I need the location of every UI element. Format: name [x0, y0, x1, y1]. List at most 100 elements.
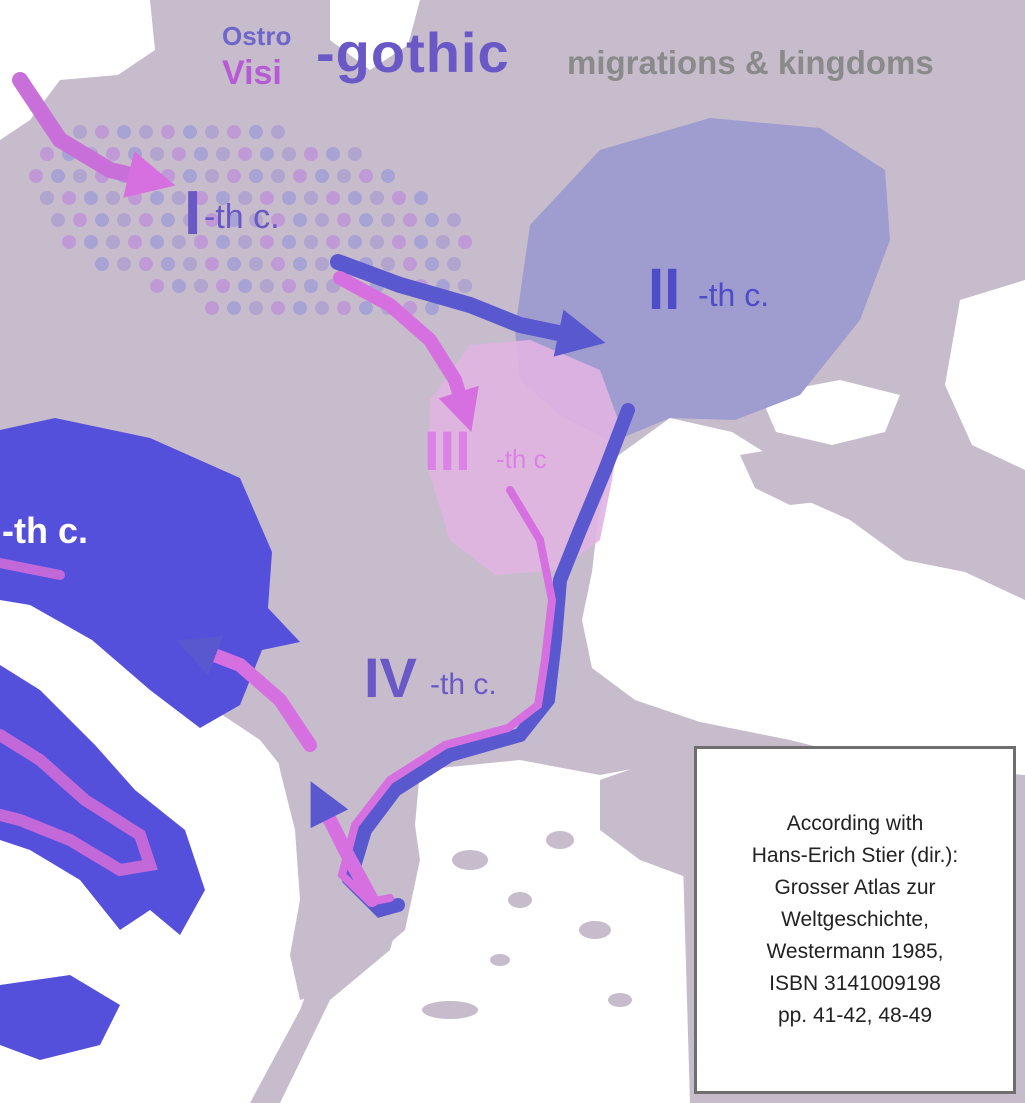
settlement-dot	[150, 235, 164, 249]
settlement-dot	[150, 147, 164, 161]
settlement-dot	[425, 301, 439, 315]
settlement-dot	[271, 125, 285, 139]
settlement-dot	[161, 213, 175, 227]
settlement-dot	[216, 235, 230, 249]
settlement-dot	[205, 213, 219, 227]
settlement-dot	[282, 279, 296, 293]
settlement-dot	[51, 169, 65, 183]
settlement-dot	[249, 257, 263, 271]
settlement-dot	[40, 191, 54, 205]
settlement-dot	[150, 279, 164, 293]
settlement-dot	[370, 235, 384, 249]
settlement-dot	[227, 169, 241, 183]
settlement-dot	[84, 191, 98, 205]
settlement-dot	[51, 213, 65, 227]
settlement-dot	[106, 147, 120, 161]
source-line: According with	[786, 812, 924, 835]
settlement-dot	[414, 191, 428, 205]
settlement-dot	[392, 235, 406, 249]
label-3rd-century: III -th c	[424, 419, 547, 482]
settlement-dot	[238, 191, 252, 205]
settlement-dot	[205, 169, 219, 183]
title-gothic: -gothic	[316, 21, 510, 84]
settlement-dot	[161, 257, 175, 271]
label-2nd-suffix: -th c.	[698, 277, 769, 313]
settlement-dot	[117, 213, 131, 227]
settlement-dot	[227, 257, 241, 271]
settlement-dot	[183, 125, 197, 139]
settlement-dot	[216, 191, 230, 205]
label-5th-suffix: -th c.	[2, 510, 88, 551]
settlement-dot	[161, 125, 175, 139]
source-line: Hans-Erich Stier (dir.):	[751, 844, 959, 867]
settlement-dot	[62, 191, 76, 205]
settlement-dot	[381, 213, 395, 227]
settlement-dot	[172, 147, 186, 161]
settlement-dot	[73, 125, 87, 139]
map-title: Ostro Visi -gothic migrations & kingdoms	[222, 21, 934, 92]
settlement-dot	[227, 301, 241, 315]
settlement-dot	[205, 257, 219, 271]
arrow-first-to-third	[333, 271, 479, 433]
arrow-to-west-kingdom	[176, 635, 317, 752]
title-visi: Visi	[222, 54, 282, 92]
settlement-dot	[271, 257, 285, 271]
settlement-dot	[205, 125, 219, 139]
settlement-dot	[282, 147, 296, 161]
settlement-dot	[128, 191, 142, 205]
label-2nd-century: II -th c.	[648, 257, 769, 322]
settlement-dot	[95, 125, 109, 139]
settlement-dot	[447, 257, 461, 271]
settlement-dot	[315, 169, 329, 183]
arrow-baltic-to-first	[12, 72, 176, 198]
label-1st-century: I -th c.	[184, 179, 280, 248]
settlement-dot	[227, 213, 241, 227]
settlement-dot	[40, 147, 54, 161]
source-line: Westermann 1985,	[766, 940, 944, 963]
settlement-dot	[172, 191, 186, 205]
settlement-dot	[271, 301, 285, 315]
settlement-dot	[73, 213, 87, 227]
settlement-dot	[348, 147, 362, 161]
settlement-dot	[238, 235, 252, 249]
settlement-dot	[139, 257, 153, 271]
settlement-dot	[172, 235, 186, 249]
source-line: ISBN 3141009198	[769, 972, 941, 995]
settlement-dot	[84, 235, 98, 249]
settlement-dot	[260, 191, 274, 205]
first-century-dotted-region	[29, 125, 472, 315]
settlement-dot	[227, 125, 241, 139]
settlement-dot	[282, 191, 296, 205]
settlement-dot	[381, 169, 395, 183]
gothic-kingdom-west	[0, 418, 300, 728]
source-line: Weltgeschichte,	[781, 908, 929, 931]
settlement-dot	[282, 235, 296, 249]
settlement-dot	[249, 213, 263, 227]
label-4th-roman: IV	[364, 646, 417, 709]
settlement-dot	[293, 301, 307, 315]
label-4th-suffix: -th c.	[430, 668, 497, 701]
settlement-dot	[337, 169, 351, 183]
arrow-greece-north	[310, 781, 379, 907]
source-citation-box: According with Hans-Erich Stier (dir.): …	[694, 746, 1016, 1094]
title-ostro: Ostro	[222, 21, 291, 51]
settlement-dot	[238, 147, 252, 161]
settlement-dot	[326, 191, 340, 205]
settlement-dot	[249, 125, 263, 139]
settlement-dot	[315, 213, 329, 227]
settlement-dot	[271, 169, 285, 183]
settlement-dot	[425, 257, 439, 271]
settlement-dot	[106, 191, 120, 205]
settlement-dot	[304, 147, 318, 161]
aegean-islands	[422, 831, 632, 1019]
settlement-dot	[315, 257, 329, 271]
settlement-dot	[326, 235, 340, 249]
settlement-dot	[73, 169, 87, 183]
settlement-dot	[315, 301, 329, 315]
settlement-dot	[359, 213, 373, 227]
source-line: Grosser Atlas zur	[774, 876, 936, 899]
settlement-dot	[194, 147, 208, 161]
settlement-dot	[304, 279, 318, 293]
source-line: pp. 41-42, 48-49	[777, 1004, 933, 1027]
